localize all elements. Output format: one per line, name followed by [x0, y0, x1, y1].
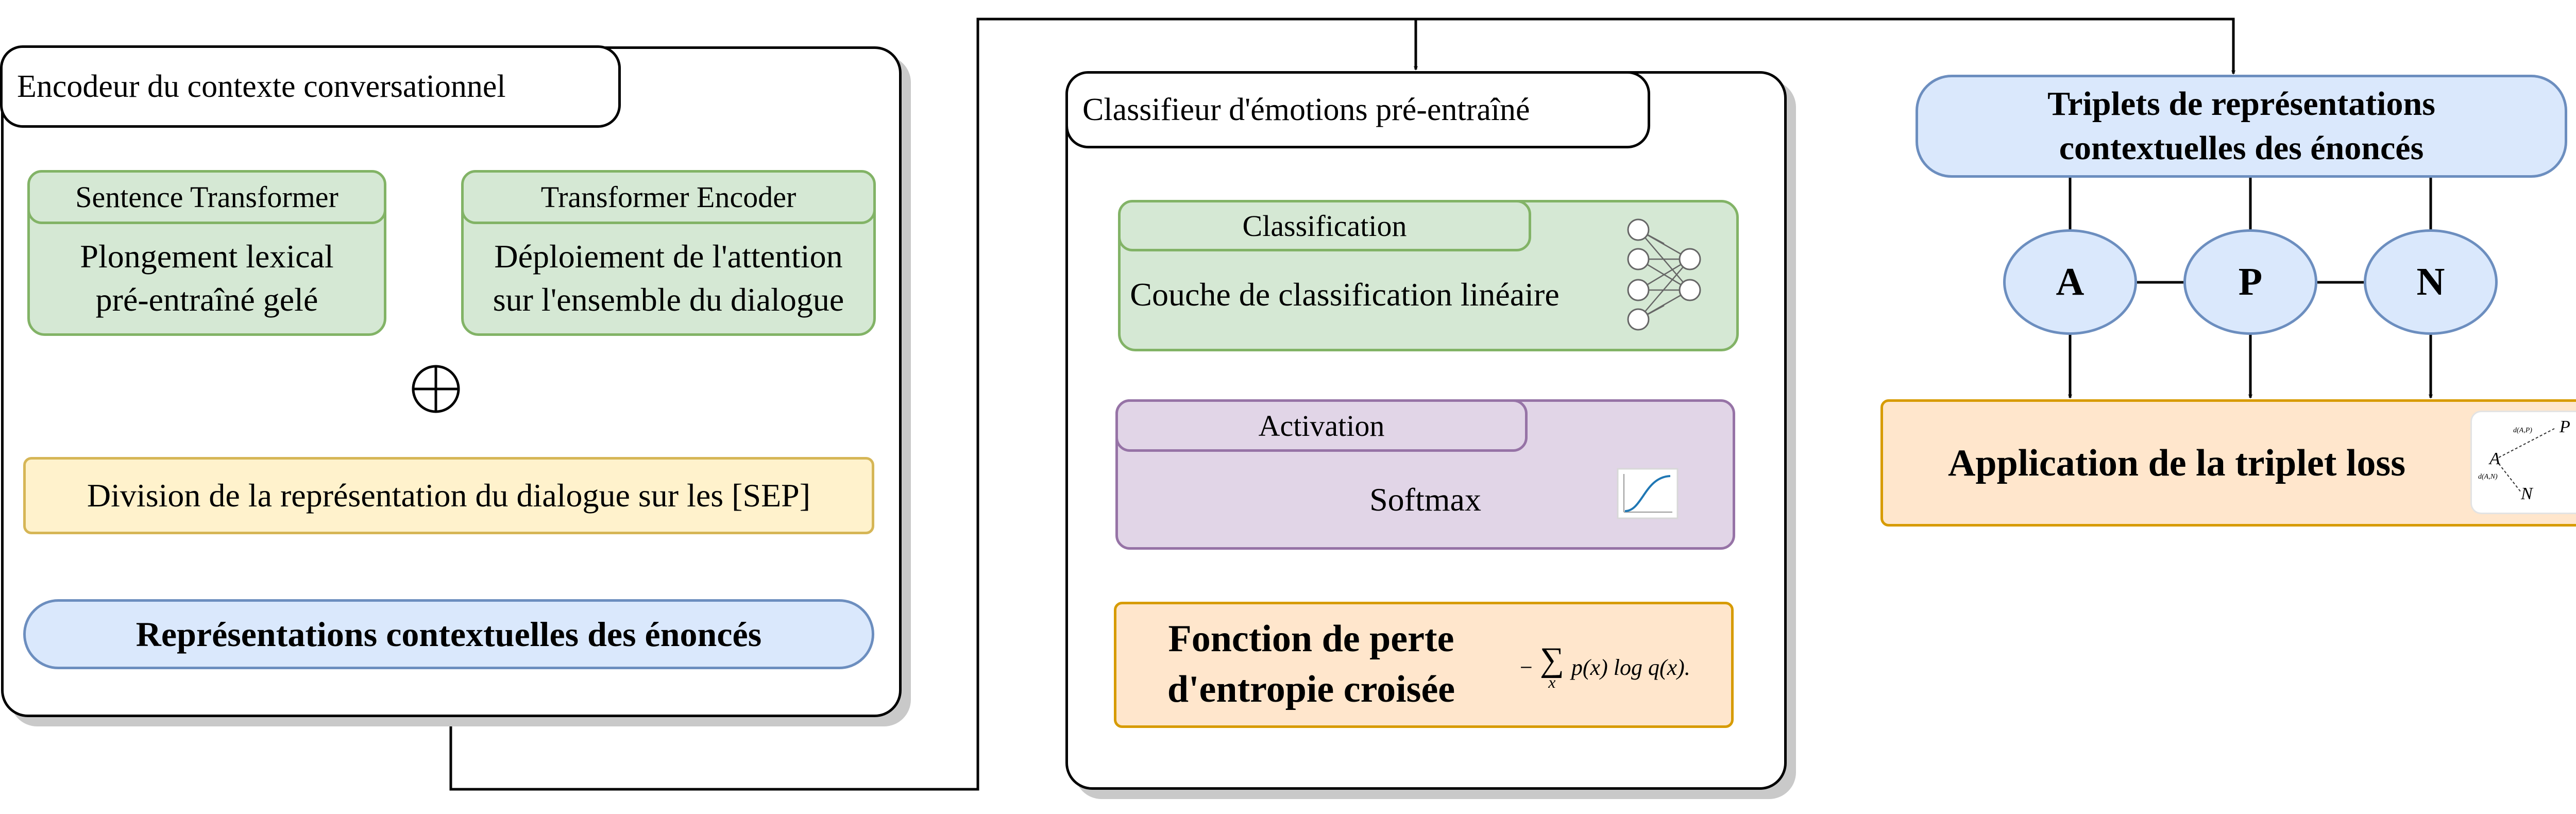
formula-sigma: ∑ [1539, 640, 1564, 679]
negative-node: N [2364, 229, 2498, 335]
activation-tab: Activation [1115, 399, 1528, 452]
transformer-encoder-tab: Transformer Encoder [461, 170, 876, 224]
connector-to-triplets [1416, 18, 2235, 75]
cross-entropy-box [1114, 602, 1734, 728]
classifier-title: Classifieur d'émotions pré-entraîné [1065, 71, 1650, 148]
formula-minus: − [1520, 654, 1533, 680]
encoder-title: Encodeur du contexte conversationnel [0, 45, 621, 128]
formula-sum: ∑ x [1539, 640, 1564, 692]
transformer-encoder-body: Déploiement de l'attention sur l'ensembl… [493, 238, 844, 318]
geom-negative: N [2521, 484, 2533, 503]
cross-entropy-formula: − ∑ x p(x) log q(x). [1520, 631, 1690, 703]
anchor-node: A [2003, 229, 2137, 335]
positive-node: P [2183, 229, 2317, 335]
geom-d-pos: d(A,P) [2513, 427, 2532, 434]
triplet-geometry-icon: A P N d(A,P) d(A,N) [2472, 412, 2576, 513]
sentence-transformer-body: Plongement lexical pré-entraîné gelé [80, 238, 334, 318]
classification-tab: Classification [1118, 200, 1531, 251]
connector-encoder-to-classifier [449, 18, 1418, 791]
division-box: Division de la représentation du dialogu… [23, 457, 874, 534]
triplet-loss-label: Application de la triplet loss [1947, 442, 2406, 485]
geom-positive: P [2560, 417, 2570, 436]
geom-anchor: A [2489, 449, 2500, 468]
triplets-box: Triplets de représentations contextuelle… [1916, 75, 2567, 178]
geom-d-neg: d(A,N) [2478, 473, 2498, 481]
neural-network-icon [1627, 218, 1701, 331]
formula-subscript: x [1548, 673, 1556, 692]
sigmoid-curve-icon [1617, 468, 1679, 519]
activation-body: Softmax [1369, 481, 1481, 518]
contextual-representations-box: Représentations contextuelles des énoncé… [23, 599, 874, 669]
formula-body: p(x) log q(x). [1571, 654, 1690, 680]
circle-plus-icon [412, 365, 460, 413]
sentence-transformer-tab: Sentence Transformer [27, 170, 386, 224]
classification-body: Couche de classification linéaire [1130, 276, 1560, 313]
triplet-loss-box [1880, 399, 2576, 527]
cross-entropy-label: Fonction de perte d'entropie croisée [1167, 618, 1455, 710]
